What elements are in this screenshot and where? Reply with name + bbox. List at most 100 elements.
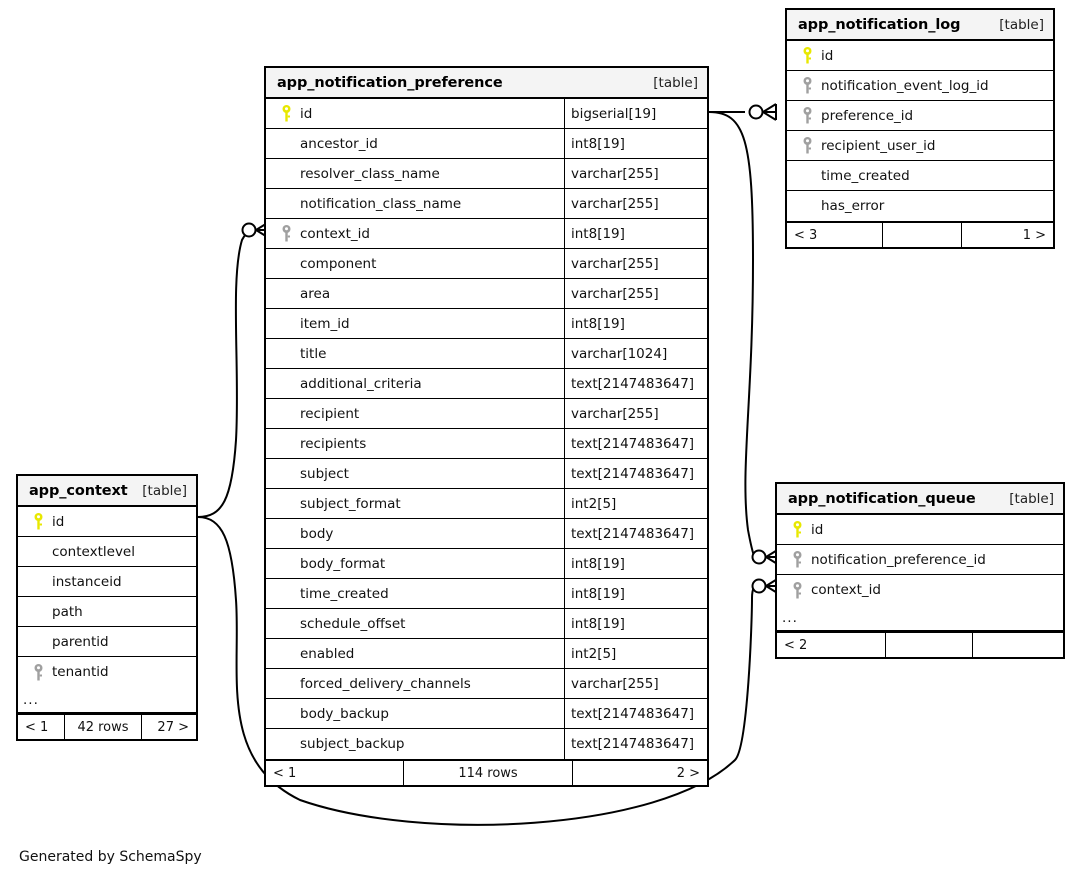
column-type: text[2147483647] <box>564 519 707 548</box>
table-row[interactable]: path <box>18 597 196 627</box>
column-name: title <box>300 345 327 362</box>
primary-key-icon <box>786 521 808 538</box>
column-name: schedule_offset <box>300 615 406 632</box>
table-row[interactable]: id <box>787 41 1053 71</box>
footer-prev-button[interactable]: < 1 <box>25 719 49 735</box>
column-name-cell: item_id <box>266 309 564 338</box>
column-name: tenantid <box>52 664 109 680</box>
footer-next-button[interactable]: 1 > <box>1022 227 1046 243</box>
table-row[interactable]: body text[2147483647] <box>266 519 707 549</box>
footer-row-count <box>885 633 973 657</box>
column-type: text[2147483647] <box>564 699 707 728</box>
foreign-key-icon <box>786 551 808 568</box>
column-name-cell: subject_backup <box>266 729 564 759</box>
table-row[interactable]: has_error <box>787 191 1053 221</box>
column-type: text[2147483647] <box>564 369 707 398</box>
table-row[interactable]: notification_preference_id <box>777 545 1063 575</box>
column-name: time_created <box>300 585 389 602</box>
column-name: subject_backup <box>300 736 405 752</box>
more-columns-indicator: ... <box>18 687 196 713</box>
table-row[interactable]: time_created <box>787 161 1053 191</box>
table-row[interactable]: id <box>777 515 1063 545</box>
column-name-cell: id <box>777 515 1063 544</box>
column-name-cell: resolver_class_name <box>266 159 564 188</box>
table-footer: < 3 1 > <box>787 221 1053 247</box>
column-name: body <box>300 525 334 542</box>
column-name: contextlevel <box>52 543 135 560</box>
table-row[interactable]: tenantid <box>18 657 196 687</box>
column-name-cell: recipient_user_id <box>787 131 1053 160</box>
column-name: notification_preference_id <box>811 551 986 568</box>
table-row[interactable]: recipient_user_id <box>787 131 1053 161</box>
table-row[interactable]: parentid <box>18 627 196 657</box>
table-row[interactable]: id <box>18 507 196 537</box>
column-name: id <box>811 521 824 538</box>
table-row[interactable]: preference_id <box>787 101 1053 131</box>
table-row[interactable]: context_id <box>777 575 1063 605</box>
footer-next-button[interactable]: 2 > <box>676 765 700 781</box>
table-row[interactable]: instanceid <box>18 567 196 597</box>
column-type: int2[5] <box>564 639 707 668</box>
table-title: app_notification_preference <box>277 74 503 91</box>
footer-next-button[interactable]: 27 > <box>157 719 189 735</box>
column-name-cell: context_id <box>266 219 564 248</box>
table-title: app_notification_log <box>798 16 961 33</box>
column-name: component <box>300 255 377 272</box>
table-footer: < 2 <box>777 631 1063 657</box>
table-row[interactable]: schedule_offset int8[19] <box>266 609 707 639</box>
more-columns-indicator: ... <box>777 605 1063 631</box>
table-header: app_notification_preference [table] <box>266 68 707 99</box>
table-type-tag: [table] <box>1009 490 1054 507</box>
column-name-cell: recipient <box>266 399 564 428</box>
table-row[interactable]: notification_event_log_id <box>787 71 1053 101</box>
edge-context-to-preference <box>197 221 270 518</box>
footer-next-button[interactable] <box>973 633 1063 657</box>
table-type-tag: [table] <box>653 74 698 91</box>
table-row[interactable]: contextlevel <box>18 537 196 567</box>
table-header: app_notification_log [table] <box>787 10 1053 41</box>
column-type: varchar[255] <box>564 279 707 308</box>
footer-row-count <box>882 223 962 247</box>
column-type: int8[19] <box>564 129 707 158</box>
foreign-key-icon <box>275 225 297 242</box>
footer-prev-button[interactable]: < 2 <box>784 637 808 653</box>
column-name-cell: preference_id <box>787 101 1053 130</box>
column-name-cell: id <box>266 99 564 128</box>
edge-preference-to-queue <box>708 111 780 566</box>
table-title: app_context <box>29 482 128 499</box>
column-name-cell: notification_class_name <box>266 189 564 218</box>
column-type: int8[19] <box>564 309 707 338</box>
column-type: varchar[255] <box>564 669 707 698</box>
column-name-cell: notification_preference_id <box>777 545 1063 574</box>
footer-prev-button[interactable]: < 3 <box>794 227 818 243</box>
column-name-cell: time_created <box>266 579 564 608</box>
column-type: int8[19] <box>564 609 707 638</box>
footer-prev-button[interactable]: < 1 <box>273 765 297 781</box>
column-name: context_id <box>300 225 370 242</box>
column-name: recipients <box>300 435 367 452</box>
